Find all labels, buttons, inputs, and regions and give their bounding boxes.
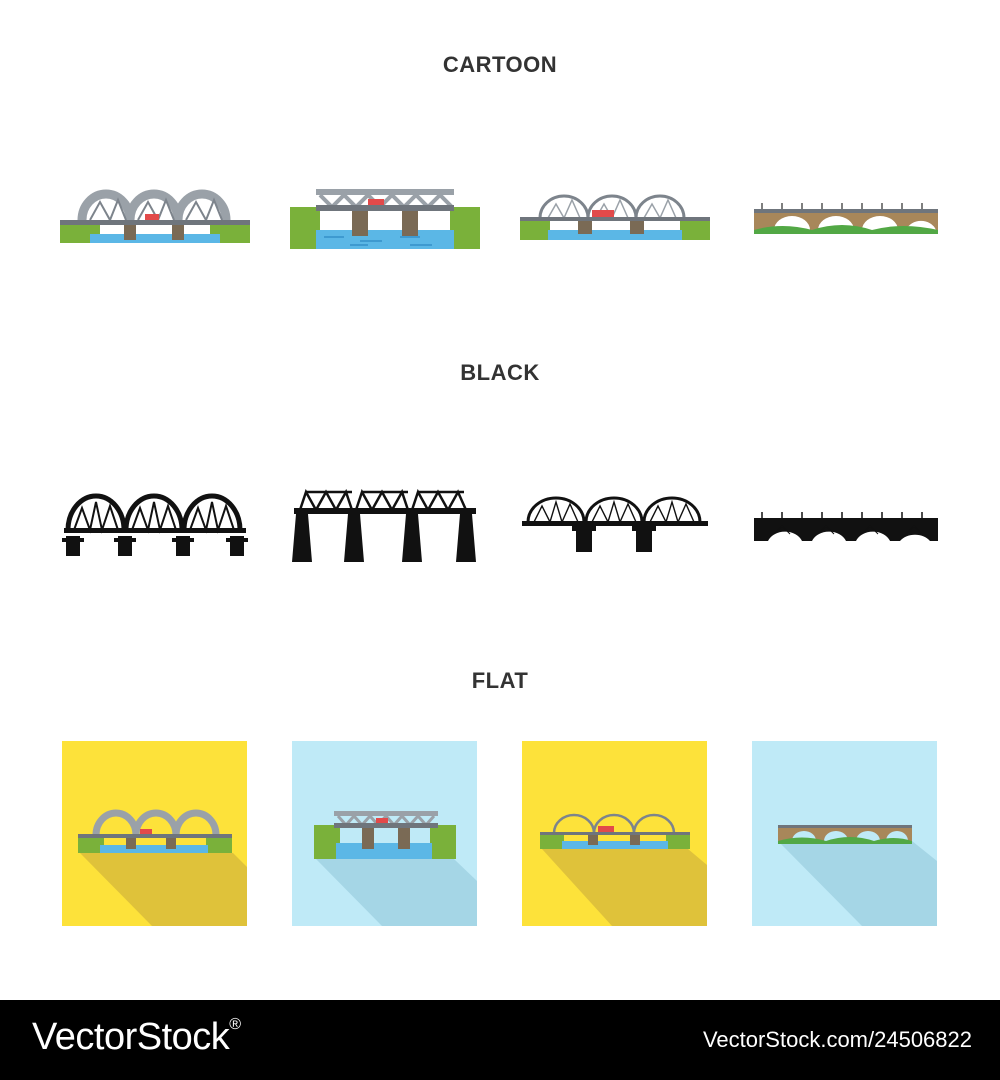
cartoon-tied-arch-bridge-icon	[520, 194, 710, 240]
section-title-black: BLACK	[460, 360, 540, 385]
registered-mark: ®	[229, 1016, 241, 1033]
cartoon-arch-bridge-icon	[60, 189, 250, 243]
flat-stone-viaduct-icon	[752, 741, 937, 926]
cartoon-stone-viaduct-icon	[754, 203, 938, 234]
footer-bar: VectorStock® VectorStock.com/24506822	[0, 1000, 1000, 1080]
flat-arch-bridge-icon	[62, 741, 247, 926]
black-arch-bridge-icon	[62, 493, 248, 556]
black-stone-viaduct-icon	[754, 512, 938, 541]
flat-truss-bridge-icon	[292, 741, 477, 926]
brand-logo[interactable]: VectorStock®	[32, 1016, 241, 1059]
black-truss-bridge-icon	[292, 488, 476, 562]
brand-name: VectorStock	[32, 1016, 230, 1058]
cartoon-truss-bridge-icon	[290, 189, 480, 249]
black-tied-arch-bridge-icon	[522, 496, 708, 552]
flat-tied-arch-bridge-icon	[522, 741, 707, 926]
section-title-cartoon: CARTOON	[442, 52, 558, 77]
section-title-flat: FLAT	[471, 668, 529, 693]
image-url[interactable]: VectorStock.com/24506822	[702, 1027, 972, 1052]
